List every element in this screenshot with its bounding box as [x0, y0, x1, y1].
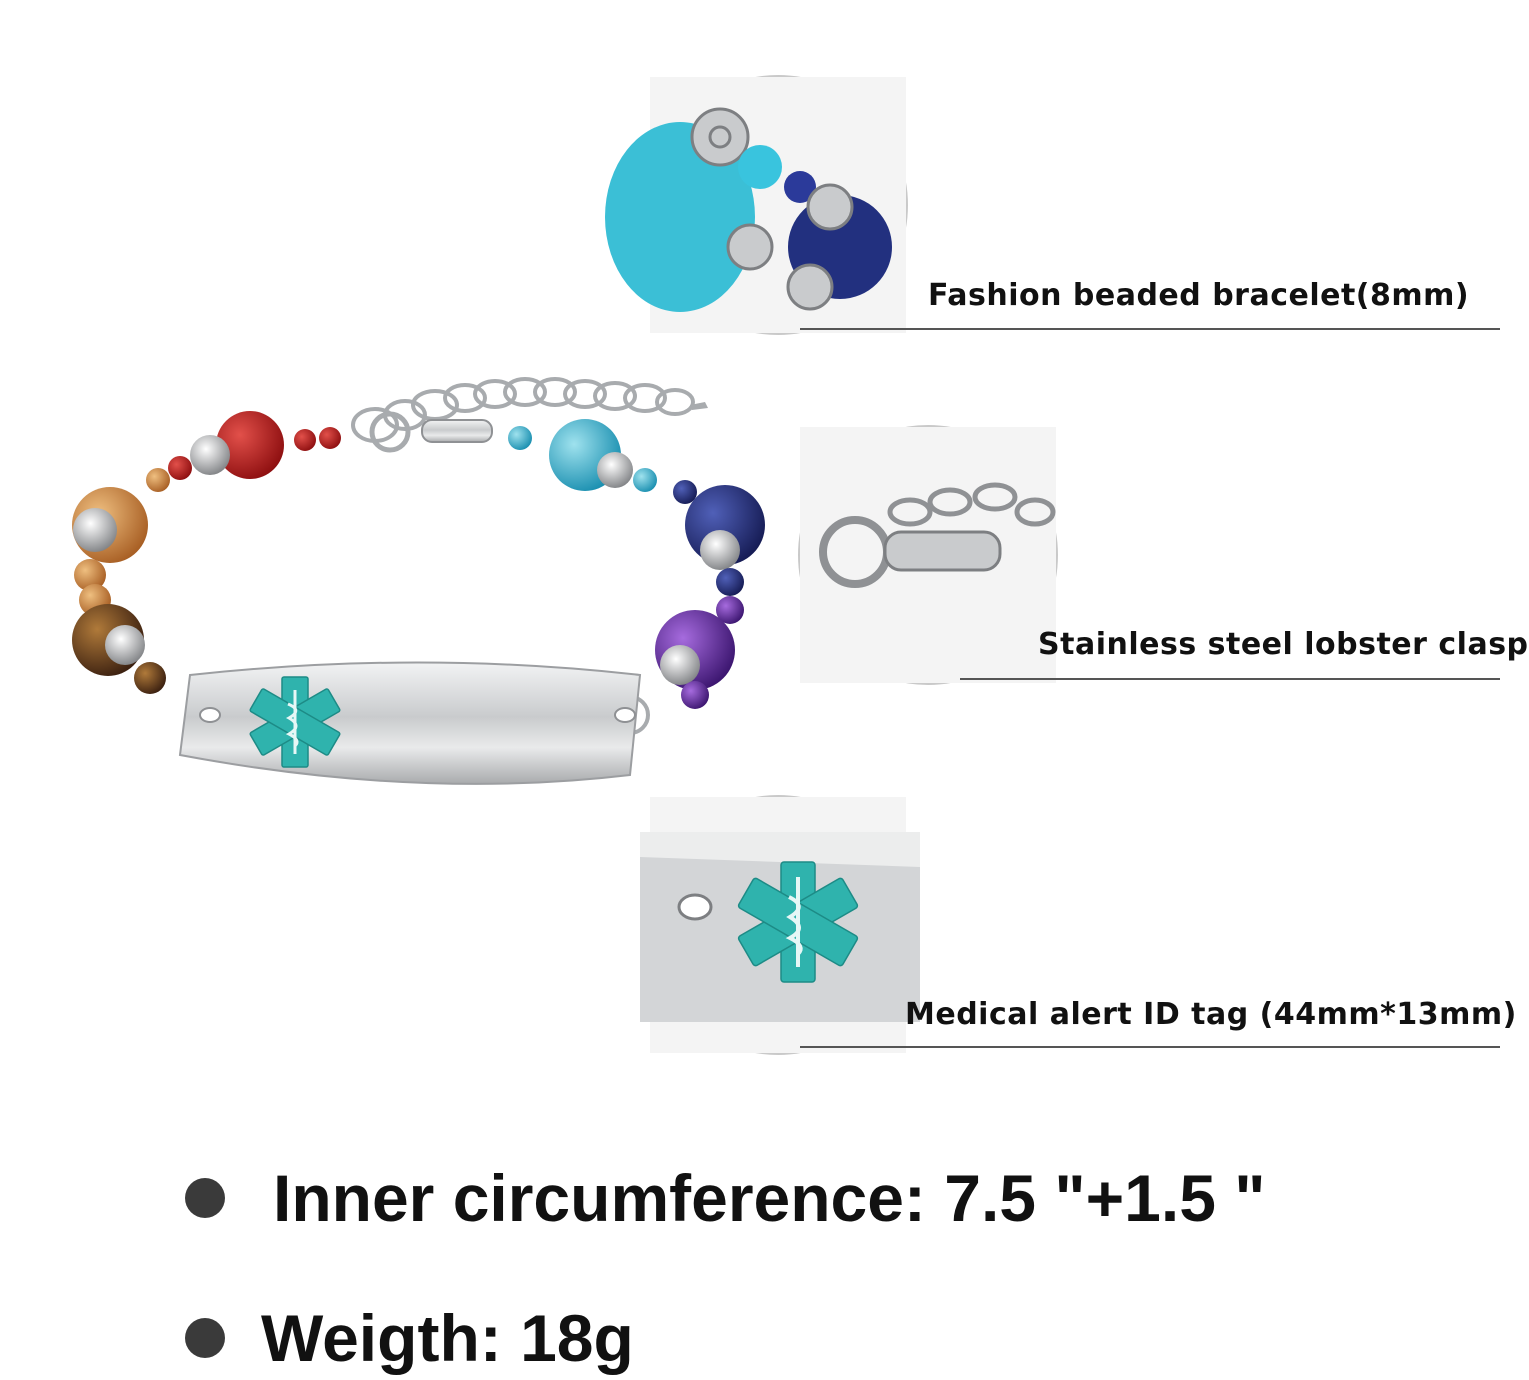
- spec-circumference: Inner circumference: 7.5 "+1.5 ": [273, 1161, 1266, 1235]
- detail-caption-tag: Medical alert ID tag (44mm*13mm): [905, 997, 1517, 1032]
- clasp-closeup-icon: [800, 427, 1056, 683]
- spec-row-circumference: Inner circumference: 7.5 "+1.5 ": [185, 1160, 1266, 1236]
- spec-row-weight: Weigth: 18g: [185, 1300, 634, 1376]
- beads-closeup-circle: [605, 75, 908, 335]
- detail-caption-beads: Fashion beaded bracelet(8mm): [928, 278, 1470, 313]
- detail-caption-clasp: Stainless steel lobster clasp: [1038, 627, 1529, 662]
- spec-weight: Weigth: 18g: [261, 1301, 634, 1375]
- medical-tag-closeup-icon: [640, 797, 920, 1053]
- bullet-icon: [185, 1178, 225, 1218]
- bracelet-photo: [40, 360, 800, 830]
- clasp-closeup-circle: [798, 425, 1058, 685]
- caption-rule-1: [800, 328, 1500, 330]
- caption-rule-2: [960, 678, 1500, 680]
- star-of-life-icon: [249, 676, 341, 768]
- tag-closeup-circle: [640, 795, 920, 1055]
- caption-rule-3: [800, 1046, 1500, 1048]
- bullet-icon: [185, 1318, 225, 1358]
- bead-closeup-icon: [605, 77, 906, 333]
